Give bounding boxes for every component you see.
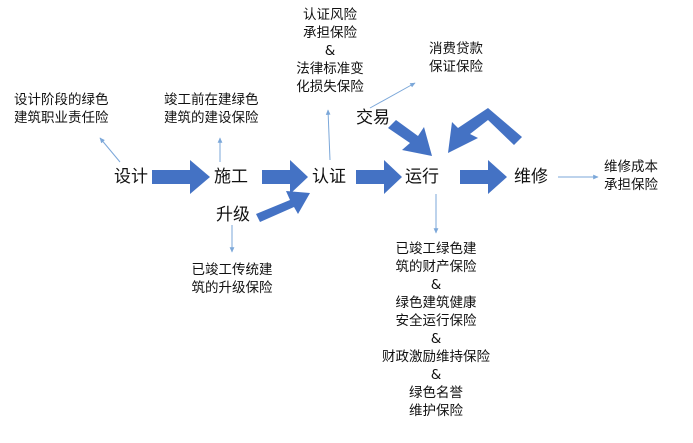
stage-construction: 施工: [214, 167, 248, 187]
design-liability-insurance: 设计阶段的绿色 建筑职业责任险: [14, 92, 109, 126]
transaction-to-operation-arrow: [388, 120, 432, 156]
stage-certification: 认证: [312, 167, 346, 187]
construction-insurance: 竣工前在建绿色 建筑的建设保险: [164, 92, 259, 126]
stage-upgrade: 升级: [216, 205, 250, 225]
maintenance-insurance: 维修成本 承担保险: [604, 159, 658, 193]
certification-to-insurance-arrow: [325, 109, 331, 161]
stage-transaction: 交易: [356, 108, 390, 128]
construction-to-certification-arrow: [262, 160, 308, 194]
upgrade-to-certification-arrow: [256, 191, 310, 222]
certification-to-operation-arrow: [356, 160, 402, 194]
design-to-construction-arrow: [152, 160, 210, 194]
stage-design: 设计: [114, 167, 148, 187]
transaction-loan-insurance: 消费贷款 保证保险: [429, 41, 483, 75]
stage-operation: 运行: [405, 167, 439, 187]
operation-insurance: 已竣工绿色建 筑的财产保险 & 绿色建筑健康 安全运行保险 & 财政激励维持保险…: [382, 241, 490, 419]
maintenance-feedback-arrow: [448, 108, 522, 153]
upgrade-insurance: 已竣工传统建 筑的升级保险: [191, 262, 273, 296]
certification-insurance: 认证风险 承担保险 & 法律标准变 化损失保险: [296, 7, 364, 95]
design-to-liability-arrow: [99, 137, 121, 163]
stage-maintenance: 维修: [514, 167, 548, 187]
operation-to-maintenance-arrow: [460, 160, 507, 194]
transaction-to-loan-insurance-arrow: [369, 82, 416, 109]
